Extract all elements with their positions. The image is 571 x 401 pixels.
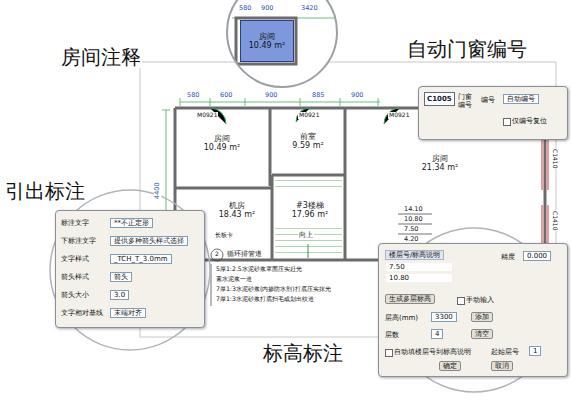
dimension-number: 900 bbox=[350, 92, 364, 99]
door-tag: M0921 bbox=[196, 112, 218, 119]
dimension-number: 4400 bbox=[154, 181, 161, 200]
room-area: 18.43 m² bbox=[218, 210, 256, 219]
room-area: 17.96 m² bbox=[291, 210, 329, 219]
ui-cell: 7.50 bbox=[386, 263, 452, 271]
ui-fld: 0.000 bbox=[523, 251, 551, 261]
elevation-value: 14.10 bbox=[403, 206, 424, 213]
dimension-number: 600 bbox=[219, 92, 233, 99]
feature-title: 标高标注 bbox=[262, 342, 344, 364]
note-text: 7厚1:3水泥砂浆(内掺防水剂)打底压实抹光 bbox=[215, 286, 332, 293]
window-tag: C1410 bbox=[551, 210, 558, 231]
note-text: 7厚1:3水泥砂浆打底扫毛或划出纹道 bbox=[215, 296, 315, 303]
callout-number: 2 bbox=[214, 251, 220, 258]
ui-cell: 10.80 bbox=[386, 274, 452, 282]
zoom-circle bbox=[227, 0, 337, 87]
room-name: #3楼梯 bbox=[295, 201, 325, 210]
room-name: 房间 bbox=[213, 134, 231, 143]
ui-btn: 取消 bbox=[491, 361, 513, 371]
ui-fld: 自动编号 bbox=[503, 94, 539, 104]
ui-chk: 仅编号复位 bbox=[503, 117, 547, 125]
door-tag: M0921 bbox=[298, 112, 320, 119]
feature-title: 引出标注 bbox=[4, 180, 86, 202]
ui-fld: 箭头 bbox=[110, 272, 132, 282]
ui-label: 编号 bbox=[481, 96, 495, 104]
note-text: 循环排管道 bbox=[226, 251, 263, 258]
ui-hdr: 楼层号/标高说明 bbox=[385, 250, 444, 260]
stair-treads bbox=[275, 178, 342, 190]
ui-btn: 生成多层标高 bbox=[385, 294, 435, 304]
dimension-number: 3420 bbox=[300, 5, 319, 12]
room-name: 房间 bbox=[431, 154, 449, 163]
room-label: 机房18.43 m² bbox=[208, 195, 266, 225]
ui-two: 门窗 编号 bbox=[457, 93, 472, 110]
door-tag: M0921 bbox=[388, 112, 410, 119]
room-label: #3楼梯17.96 m² bbox=[280, 195, 340, 225]
elevation-value: 10.80 bbox=[403, 216, 424, 223]
ui-fld: 提供多种箭头样式选择 bbox=[110, 236, 188, 246]
ui-label: 下标注文字 bbox=[61, 237, 96, 245]
ui-fld: 4 bbox=[431, 329, 443, 339]
room-label: 房间21.34 m² bbox=[400, 148, 480, 178]
ui-btn: 确定 bbox=[439, 361, 461, 371]
ui-btn: 添加 bbox=[471, 312, 493, 322]
ui-fld: 3300 bbox=[431, 312, 457, 322]
dimension-number: 900 bbox=[260, 5, 274, 12]
room-name: 前室 bbox=[299, 132, 317, 141]
ui-fld: 末端对齐 bbox=[110, 308, 146, 318]
ui-label: 精度 bbox=[501, 253, 515, 261]
feature-title: 房间注释 bbox=[60, 46, 142, 68]
room-label: 前室9.59 m² bbox=[276, 126, 340, 156]
dimension-number: 580 bbox=[186, 92, 200, 99]
zoom-inset bbox=[220, 0, 350, 90]
ui-label: 层数 bbox=[385, 331, 399, 339]
ui-chk: 手动输入 bbox=[457, 296, 494, 304]
note-text: 5厚1:2.5水泥砂浆罩面压实赶光 bbox=[215, 266, 303, 273]
note-text: 长板卡 bbox=[214, 232, 234, 239]
ui-fld: **不正定形 bbox=[110, 218, 153, 228]
dimension-number: 580 bbox=[238, 5, 252, 12]
ui-label: 箭头大小 bbox=[61, 291, 89, 299]
ui-icon: C1005 bbox=[424, 92, 455, 106]
room-annotation: 房间10.49 m² bbox=[240, 20, 294, 62]
room-label: 房间10.49 m² bbox=[182, 128, 262, 158]
feature-title: 自动门窗编号 bbox=[406, 38, 528, 60]
elevation-value: 7.50 bbox=[403, 226, 419, 233]
elevation-dialog: 楼层号/标高说明 7.50 10.80 精度 0.000 生成多层标高 手动输入层高(mm)… bbox=[378, 243, 568, 377]
ui-label: 标注文字 bbox=[61, 219, 89, 227]
stair-direction: 向上 bbox=[298, 232, 314, 240]
room-area: 10.49 m² bbox=[248, 41, 286, 50]
room-name: 房间 bbox=[258, 32, 276, 41]
dimension-number: 885 bbox=[311, 92, 325, 99]
room-area: 21.34 m² bbox=[421, 163, 459, 172]
ui-btn: 清空 bbox=[471, 329, 493, 339]
zoom-circle bbox=[50, 190, 210, 350]
note-text: 素水泥浆一道 bbox=[215, 276, 253, 283]
callout-circle bbox=[211, 249, 223, 261]
leader-dialog: 标注文字 **不正定形下标注文字 提供多种箭头样式选择文字样式 _TCH_T_3.0m… bbox=[55, 210, 205, 328]
room-area: 10.49 m² bbox=[203, 143, 241, 152]
ui-label: 箭头样式 bbox=[61, 273, 89, 281]
window-tag: C1410 bbox=[551, 148, 558, 169]
ui-label: 文字样式 bbox=[61, 255, 89, 263]
stair-arrow bbox=[308, 244, 309, 258]
ui-fld: _TCH_T_3.0mm bbox=[110, 254, 172, 264]
ui-fld: 1 bbox=[529, 346, 541, 356]
ui-label: 起始层号 bbox=[491, 348, 519, 356]
ui-label: 层高(mm) bbox=[385, 314, 418, 322]
ui-chk: 自动填楼层号到标高说明 bbox=[385, 348, 471, 356]
ui-fld: 3.0 bbox=[110, 290, 129, 300]
room-area: 9.59 m² bbox=[291, 141, 324, 150]
door-number-panel: C1005门窗 编号 编号自动编号仅编号复位 bbox=[418, 86, 568, 140]
stair-treads bbox=[275, 228, 342, 258]
ui-label: 文字相对基线 bbox=[61, 309, 103, 317]
room-name: 机房 bbox=[228, 201, 246, 210]
dimension-number: 900 bbox=[264, 92, 278, 99]
